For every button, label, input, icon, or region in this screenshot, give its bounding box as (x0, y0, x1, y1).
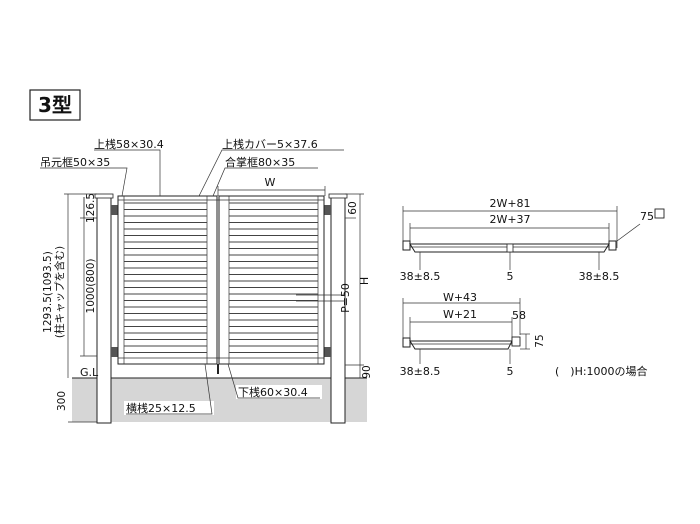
plan-double-left-post (402, 240, 411, 251)
dim-126-5-label: 126.5 (85, 193, 97, 223)
lower-rail-leader (227, 363, 320, 399)
horizontal-rail-leader (126, 363, 213, 415)
height-total-label: 1293.5(1093.5) (42, 251, 54, 333)
upper-rail-label: 上桟58×30.4 (94, 137, 164, 151)
lower-rail-label-bg (236, 385, 322, 399)
plan-single-left-offset: 38±8.5 (400, 365, 441, 378)
pitch-label: P=50 (339, 283, 352, 313)
plan-single-inner-label: W+21 (443, 308, 477, 321)
plan-double-post-leader (616, 223, 641, 242)
horizontal-rail-label-bg (124, 401, 214, 415)
hinge-icon (111, 205, 118, 215)
dim-60-label: 60 (347, 201, 359, 214)
louver-slats (124, 202, 318, 353)
right-post-cap (328, 193, 348, 199)
plan-single-gate-body (409, 340, 513, 350)
hinge-icon (324, 347, 331, 357)
plan-double-right-post (608, 240, 617, 251)
height-1000-label: 1000(800) (85, 259, 97, 314)
width-label: W (265, 176, 276, 189)
depth-300-label: 300 (56, 391, 68, 411)
upper-rail-cover-leader (198, 149, 344, 197)
meeting-frame-leader (212, 167, 318, 197)
horizontal-rail-label: 横桟25×12.5 (126, 401, 196, 415)
h1000-note: ( )H:1000の場合 (555, 364, 648, 378)
left-post (96, 196, 112, 424)
plan-single-dim-58: 58 (512, 309, 526, 322)
plan-single-outer-label: W+43 (443, 291, 477, 304)
hinge-icon (324, 205, 331, 215)
hinge-icon (111, 347, 118, 357)
plan-double-inner-label: 2W+37 (489, 213, 530, 226)
plan-double-left-offset: 38±8.5 (400, 270, 441, 283)
plan-double-center-stop (506, 243, 514, 253)
height-h-label: H (358, 277, 371, 285)
gl-label: G.L (80, 366, 99, 379)
left-post-cap (94, 193, 114, 199)
plan-double-center-gap: 5 (507, 270, 514, 283)
lower-rail-label: 下桟60×30.4 (238, 385, 308, 399)
plan-single-post (402, 337, 411, 348)
plan-double-outer-label: 2W+81 (489, 197, 530, 210)
left-door-panel (117, 195, 218, 365)
type-label: 3型 (38, 93, 72, 117)
right-door-panel (218, 195, 325, 365)
height-total-note: (柱キャップを含む) (53, 246, 66, 338)
front-elevation: W 1293.5(1093.5) (柱キャップを含む) 1000(800) 12… (40, 137, 373, 424)
square-post-icon (654, 208, 665, 219)
plan-double-post-size: 75 (640, 210, 654, 223)
plan-double-right-offset: 38±8.5 (579, 270, 620, 283)
upper-rail-cover-label: 上桟カバー5×37.6 (222, 137, 318, 151)
plan-view-single: W+43 W+21 58 75 38±8.5 5 (400, 291, 546, 378)
hanging-frame-label: 吊元框50×35 (40, 156, 110, 169)
plan-single-dim-75: 75 (534, 334, 546, 347)
meeting-frame-label: 合掌框80×35 (225, 155, 295, 169)
plan-single-center-gap: 5 (507, 365, 514, 378)
ground-fill (72, 378, 367, 422)
plan-view-double: 2W+81 2W+37 38±8.5 5 38±8.5 75 (400, 197, 665, 283)
hanging-frame-leader (40, 167, 128, 197)
type-label-box (29, 89, 81, 121)
dim-90-label: 90 (361, 365, 373, 378)
upper-rail-leader (94, 149, 161, 196)
plan-single-stop (511, 336, 521, 347)
